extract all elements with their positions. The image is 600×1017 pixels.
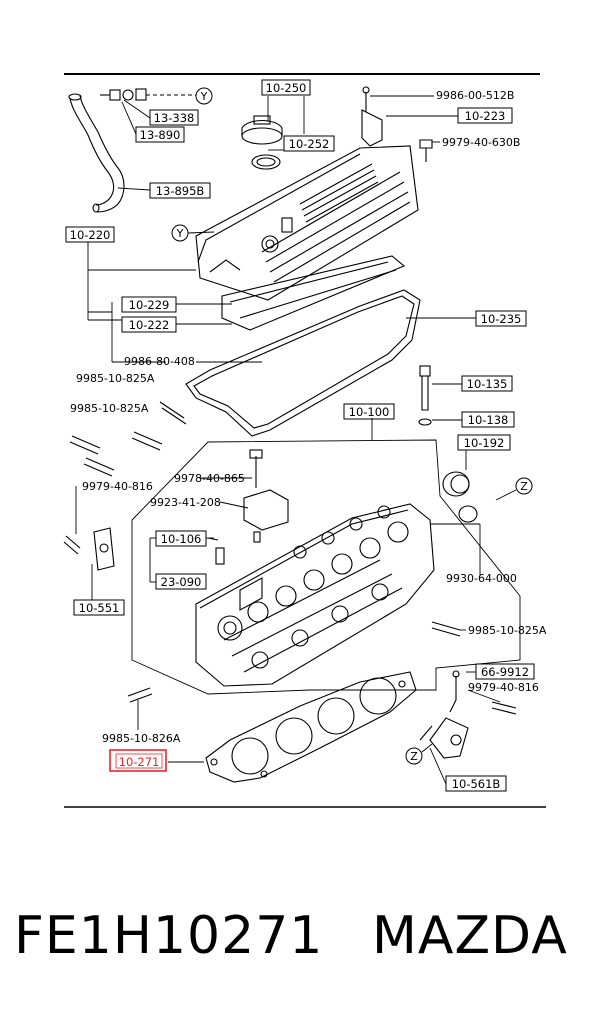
studs-left-drawing bbox=[69, 401, 187, 477]
view-marker-z-right: Z bbox=[495, 477, 533, 501]
svg-text:Z: Z bbox=[520, 480, 528, 493]
ref-10-252[interactable]: 10-252 bbox=[289, 137, 330, 151]
ref-10-100[interactable]: 10-100 bbox=[349, 405, 390, 419]
brand-caption: MAZDA bbox=[372, 906, 568, 966]
lifting-bracket-drawing bbox=[419, 670, 517, 759]
part-9930-64-000: 9930-64-000 bbox=[446, 572, 517, 585]
view-marker-y-mid: Y bbox=[171, 224, 215, 242]
head-gasket-drawing bbox=[205, 671, 417, 783]
part-9985-10-825A-right: 9985-10-825A bbox=[468, 624, 547, 637]
ref-10-220[interactable]: 10-220 bbox=[70, 228, 111, 242]
part-9986-80-408: 9986-80-408 bbox=[124, 355, 195, 368]
ref-10-106[interactable]: 10-106 bbox=[161, 532, 202, 546]
ref-10-551[interactable]: 10-551 bbox=[79, 601, 120, 615]
ref-10-229[interactable]: 10-229 bbox=[129, 298, 170, 312]
plug-10-192-drawing bbox=[442, 471, 478, 523]
ref-13-890[interactable]: 13-890 bbox=[140, 128, 181, 142]
part-9923-41-208: 9923-41-208 bbox=[150, 496, 221, 509]
ref-10-135[interactable]: 10-135 bbox=[467, 377, 508, 391]
part-9979-40-816-right: 9979-40-816 bbox=[468, 681, 539, 694]
svg-text:Z: Z bbox=[410, 750, 418, 763]
part-9978-40-865: 9978-40-865 bbox=[174, 472, 245, 485]
ref-10-222[interactable]: 10-222 bbox=[129, 318, 170, 332]
ref-13-895B[interactable]: 13-895B bbox=[156, 184, 205, 198]
ref-10-250[interactable]: 10-250 bbox=[266, 81, 307, 95]
ref-66-9912[interactable]: 66-9912 bbox=[481, 665, 529, 679]
view-marker-y-top: Y bbox=[195, 87, 213, 105]
ref-10-235[interactable]: 10-235 bbox=[481, 312, 522, 326]
part-9985-10-825A-upper: 9985-10-825A bbox=[76, 372, 155, 385]
ref-10-223[interactable]: 10-223 bbox=[465, 109, 506, 123]
ref-23-090[interactable]: 23-090 bbox=[161, 575, 202, 589]
cylinder-head-drawing bbox=[195, 503, 435, 687]
oil-filler-cap-drawing bbox=[241, 115, 283, 170]
exploded-parts-diagram: Y Y Z Z 10-250 bbox=[63, 73, 547, 808]
rocker-part-drawing bbox=[215, 449, 289, 565]
gasket-10-235-drawing bbox=[185, 289, 421, 437]
ref-10-271[interactable]: 10-271 bbox=[119, 755, 160, 769]
highlight-box-10-271 bbox=[109, 749, 167, 772]
part-9986-00-512B: 9986-00-512B bbox=[436, 89, 514, 102]
part-9979-40-630B: 9979-40-630B bbox=[442, 136, 520, 149]
stud-lower-right-drawing bbox=[431, 621, 461, 637]
pcv-valve-drawing bbox=[100, 88, 196, 101]
part-9985-10-826A: 9985-10-826A bbox=[102, 732, 181, 745]
part-9985-10-825A-left: 9985-10-825A bbox=[70, 402, 149, 415]
ref-13-338[interactable]: 13-338 bbox=[154, 111, 195, 125]
part-9979-40-816-left: 9979-40-816 bbox=[82, 480, 153, 493]
svg-text:Y: Y bbox=[176, 227, 184, 240]
cylinder-head-cover-drawing bbox=[195, 145, 419, 301]
leader-lines bbox=[75, 95, 501, 785]
part-number-caption: FE1H10271 bbox=[14, 906, 324, 966]
caption-bar: FE1H10271 MAZDA bbox=[0, 900, 600, 980]
stud-lower-left-drawing bbox=[127, 687, 153, 703]
head-cover-gasket-drawing bbox=[221, 255, 406, 331]
ref-10-192[interactable]: 10-192 bbox=[464, 436, 505, 450]
ref-10-561B[interactable]: 10-561B bbox=[452, 777, 501, 791]
bracket-10-551-drawing bbox=[63, 527, 115, 571]
view-marker-z-lower: Z bbox=[405, 743, 433, 765]
svg-text:Y: Y bbox=[200, 90, 208, 103]
bolt-washer-drawing bbox=[418, 365, 432, 426]
ref-10-138[interactable]: 10-138 bbox=[468, 413, 509, 427]
breather-hose-drawing bbox=[68, 93, 125, 213]
bracket-10-223-drawing bbox=[361, 86, 433, 162]
